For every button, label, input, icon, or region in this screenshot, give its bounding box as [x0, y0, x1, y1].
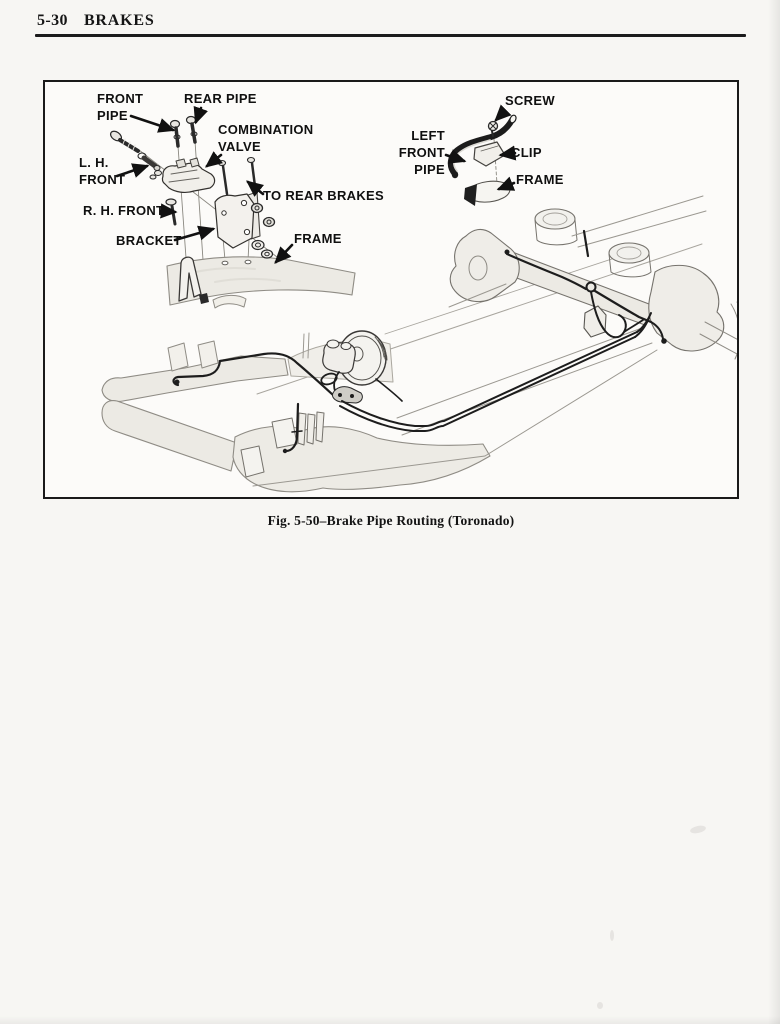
label-to-rear-brakes: TO REAR BRAKES: [263, 188, 384, 203]
label-left-front-pipe: LEFT FRONT PIPE: [398, 128, 445, 177]
scan-edge-shadow: [768, 0, 780, 1024]
label-front-pipe: FRONT PIPE: [97, 91, 144, 123]
label-clip: CLIP: [511, 145, 542, 160]
scan-speck: [597, 1002, 603, 1009]
chassis-drawing: [101, 195, 737, 493]
figure-panel: FRONT PIPE REAR PIPE COMBINATION VALVE L…: [43, 80, 739, 499]
scan-speck: [610, 930, 614, 941]
label-frame-right: FRAME: [516, 172, 564, 187]
label-frame-left: FRAME: [294, 231, 342, 246]
page-header: 5-30 BRAKES: [37, 12, 155, 30]
label-combination-valve: COMBINATION VALVE: [218, 122, 314, 154]
section-number: 5-30: [37, 12, 68, 29]
label-screw: SCREW: [505, 93, 555, 108]
label-rear-pipe: REAR PIPE: [184, 91, 257, 106]
scan-bottom-shadow: [0, 1016, 780, 1024]
callout-arrows: [115, 104, 517, 264]
valve-exploded-inset: [109, 115, 356, 309]
figure-caption: Fig. 5-50–Brake Pipe Routing (Toronado): [267, 513, 515, 528]
header-rule: [35, 34, 746, 37]
brake-pipe-routing-illustration: [101, 104, 737, 493]
label-lh-front: L. H. FRONT: [79, 155, 126, 187]
scan-speck: [689, 824, 707, 835]
label-rh-front: R. H. FRONT: [83, 203, 165, 218]
section-title: BRAKES: [83, 12, 155, 29]
label-bracket: BRACKET: [116, 233, 182, 248]
